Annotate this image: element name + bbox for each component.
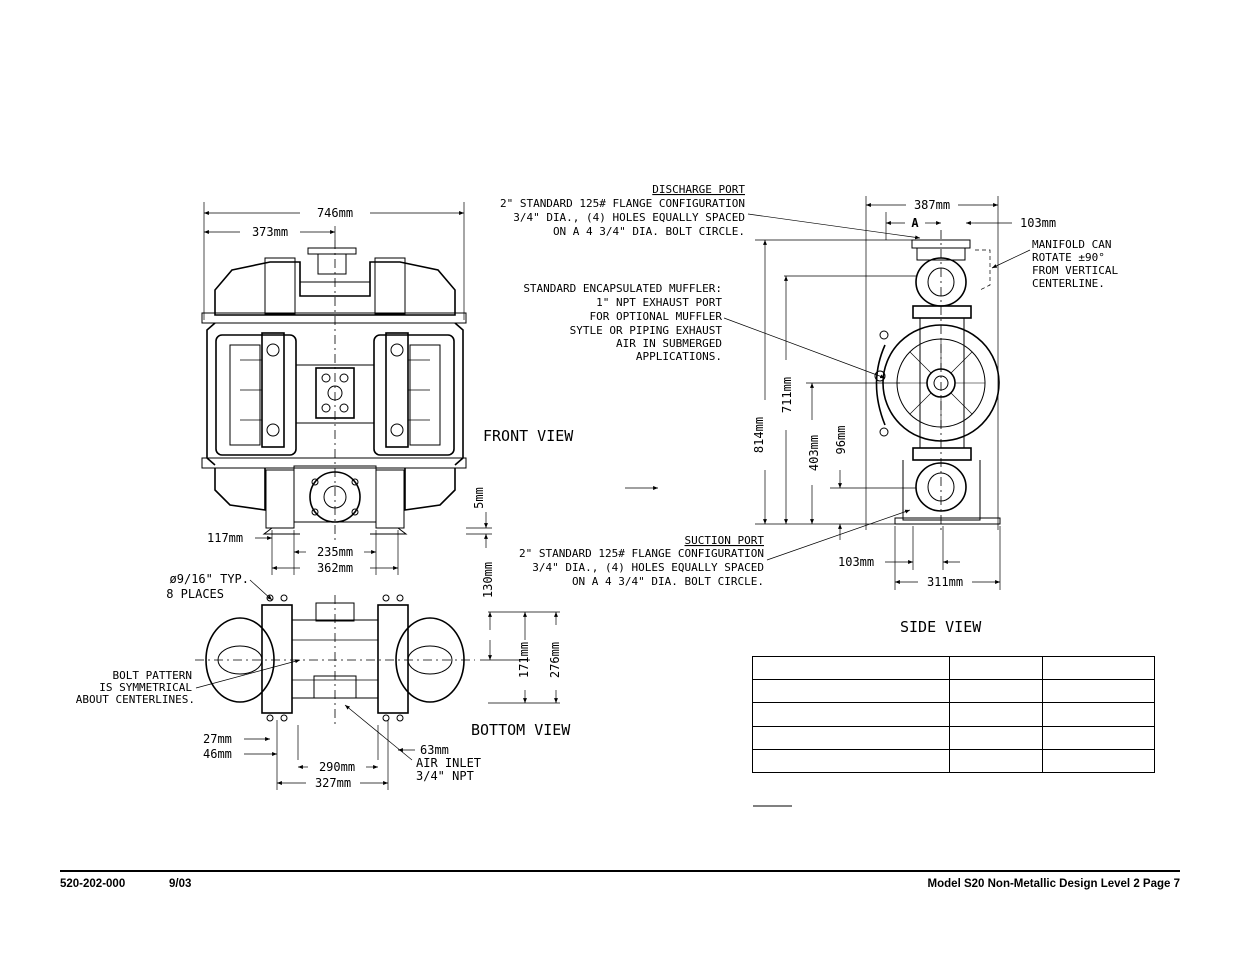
dim-103-bottom: 103mm xyxy=(838,555,874,569)
front-view-title: FRONT VIEW xyxy=(483,427,574,445)
svg-text:SUCTION PORT: SUCTION PORT xyxy=(685,534,765,547)
front-view-dimensions: 746mm 373mm 117mm 235mm 362mm 5mm xyxy=(203,202,658,575)
dim-235: 235mm xyxy=(317,545,353,559)
svg-text:ON A 4 3/4" DIA. BOLT CIRCLE.: ON A 4 3/4" DIA. BOLT CIRCLE. xyxy=(572,575,764,588)
side-view-dimensions: 387mm A 103mm 814mm 711mm 403mm 96mm 103… xyxy=(752,196,1118,590)
table-row xyxy=(752,655,1155,681)
manifold-note-3: FROM VERTICAL xyxy=(1032,264,1118,277)
svg-text:ON A 4 3/4" DIA. BOLT CIRCLE.: ON A 4 3/4" DIA. BOLT CIRCLE. xyxy=(553,225,745,238)
table-row xyxy=(752,748,1155,774)
manifold-note-1: MANIFOLD CAN xyxy=(1032,238,1111,251)
svg-text:3/4" DIA., (4) HOLES EQUALLY S: 3/4" DIA., (4) HOLES EQUALLY SPACED xyxy=(532,561,764,574)
dim-327: 327mm xyxy=(315,776,351,790)
svg-text:2" STANDARD 125# FLANGE CONFIG: 2" STANDARD 125# FLANGE CONFIGURATION xyxy=(500,197,745,210)
bolt-note-3: ABOUT CENTERLINES. xyxy=(76,693,195,706)
svg-text:2" STANDARD 125# FLANGE CONFIG: 2" STANDARD 125# FLANGE CONFIGURATION xyxy=(519,547,764,560)
dim-387: 387mm xyxy=(914,198,950,212)
manifold-note-4: CENTERLINE. xyxy=(1032,277,1105,290)
svg-text:AIR IN SUBMERGED: AIR IN SUBMERGED xyxy=(616,337,722,350)
dim-311: 311mm xyxy=(927,575,963,589)
svg-text:APPLICATIONS.: APPLICATIONS. xyxy=(636,350,722,363)
svg-text:STANDARD ENCAPSULATED MUFFLER:: STANDARD ENCAPSULATED MUFFLER: xyxy=(523,282,722,295)
dim-403: 403mm xyxy=(807,435,821,471)
svg-text:DISCHARGE PORT: DISCHARGE PORT xyxy=(652,183,745,196)
section-a: A xyxy=(911,216,919,230)
dim-746: 746mm xyxy=(317,206,353,220)
suction-port-note: SUCTION PORT 2" STANDARD 125# FLANGE CON… xyxy=(519,509,911,588)
svg-text:3/4" DIA., (4) HOLES EQUALLY S: 3/4" DIA., (4) HOLES EQUALLY SPACED xyxy=(513,211,745,224)
bottom-view-pump xyxy=(195,594,475,725)
svg-text:FOR OPTIONAL MUFFLER: FOR OPTIONAL MUFFLER xyxy=(590,310,723,323)
discharge-port-note: DISCHARGE PORT 2" STANDARD 125# FLANGE C… xyxy=(500,183,921,240)
dim-290: 290mm xyxy=(319,760,355,774)
dim-103-top: 103mm xyxy=(1020,216,1056,230)
muffler-note: STANDARD ENCAPSULATED MUFFLER: 1" NPT EX… xyxy=(523,282,886,379)
table-row xyxy=(752,702,1155,727)
dim-5: 5mm xyxy=(472,487,486,509)
hole-note-1: ø9/16" TYP. xyxy=(170,572,249,586)
bolt-note-2: IS SYMMETRICAL xyxy=(99,681,192,694)
dim-63: 63mm xyxy=(420,743,449,757)
air-inlet-2: 3/4" NPT xyxy=(416,769,474,783)
hole-note-2: 8 PLACES xyxy=(166,587,224,601)
dim-46: 46mm xyxy=(203,747,232,761)
bolt-note-1: BOLT PATTERN xyxy=(113,669,192,682)
svg-text:SYTLE OR PIPING EXHAUST: SYTLE OR PIPING EXHAUST xyxy=(570,324,723,337)
dim-362: 362mm xyxy=(317,561,353,575)
dim-171: 171mm xyxy=(517,642,531,678)
dim-117: 117mm xyxy=(207,531,243,545)
dim-276: 276mm xyxy=(548,642,562,678)
page-title: Model S20 Non-Metallic Design Level 2 Pa… xyxy=(927,878,1180,890)
dim-711: 711mm xyxy=(780,377,794,413)
dim-96: 96mm xyxy=(834,426,848,455)
side-view-pump xyxy=(874,230,1001,530)
page-footer: 520-202-000 9/03 Model S20 Non-Metallic … xyxy=(60,870,1180,896)
doc-date: 9/03 xyxy=(169,878,192,890)
dim-27: 27mm xyxy=(203,732,232,746)
front-view-pump xyxy=(201,240,467,540)
bottom-view-dimensions: 130mm 171mm 276mm 27mm 46mm 290mm 327mm … xyxy=(76,562,562,790)
dim-130: 130mm xyxy=(481,562,495,598)
bottom-view-title: BOTTOM VIEW xyxy=(471,721,571,739)
svg-text:1" NPT EXHAUST PORT: 1" NPT EXHAUST PORT xyxy=(596,296,722,309)
dim-373: 373mm xyxy=(252,225,288,239)
air-inlet-1: AIR INLET xyxy=(416,756,481,770)
table-row xyxy=(752,725,1155,750)
doc-number: 520-202-000 xyxy=(60,878,126,890)
side-view-title: SIDE VIEW xyxy=(900,618,982,636)
dim-814: 814mm xyxy=(752,417,766,453)
table-row xyxy=(752,679,1155,704)
spec-table xyxy=(752,655,1155,774)
manifold-note-2: ROTATE ±90° xyxy=(1032,251,1105,264)
